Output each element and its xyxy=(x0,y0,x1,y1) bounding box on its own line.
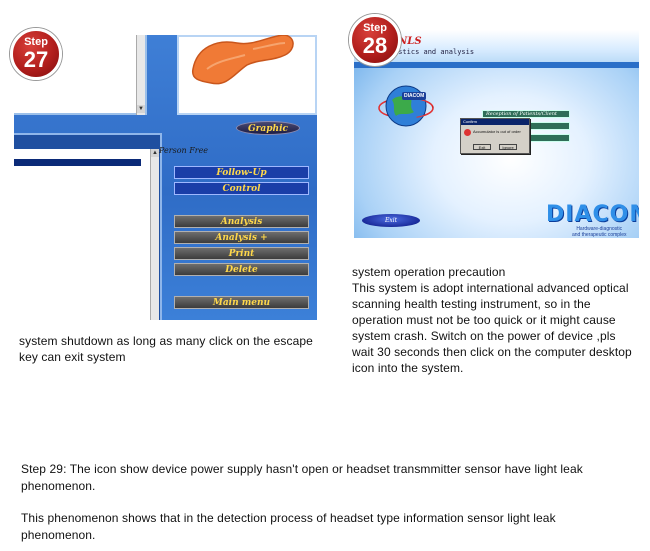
step-badge-number: 27 xyxy=(23,47,49,72)
list-scrollbar[interactable]: ▲ xyxy=(150,149,159,320)
pancreas-image xyxy=(191,35,294,85)
control-button[interactable]: Control xyxy=(174,182,309,195)
person-label: Person Free xyxy=(159,146,209,155)
step27-screenshot: ▼ Graphic ▲ Person Free Follow-Up Contro… xyxy=(14,35,317,320)
exit-button[interactable]: Exit xyxy=(362,214,420,227)
diacom-subtitle: Hardware-diagnostic and therapeutic comp… xyxy=(572,226,626,238)
step27-caption: system shutdown as long as many click on… xyxy=(19,334,313,364)
organ-image-panel xyxy=(177,35,317,115)
step-27-badge: Step 27 xyxy=(10,28,62,80)
analysis-button[interactable]: Analysis xyxy=(174,215,309,228)
step-28-badge: Step 28 xyxy=(349,14,401,66)
step-badge-label: Step xyxy=(24,36,48,48)
paragraph-gap xyxy=(21,494,631,510)
diacom-logo: DIACOM xyxy=(546,202,639,227)
dialog-ignore-button[interactable]: Ignore xyxy=(499,144,517,150)
step29-text: Step 29: The icon show device power supp… xyxy=(21,461,631,543)
record-list[interactable] xyxy=(14,149,150,320)
menu-bar-2[interactable] xyxy=(524,122,570,130)
main-menu-button[interactable]: Main menu xyxy=(174,296,309,309)
follow-up-button[interactable]: Follow-Up xyxy=(174,166,309,179)
scroll-up-icon[interactable]: ▲ xyxy=(151,149,159,157)
print-button[interactable]: Print xyxy=(174,247,309,260)
title-band xyxy=(354,62,639,68)
diacom-subtitle-line1: Hardware-diagnostic xyxy=(576,226,623,232)
app-subtitle: ostics and analysis xyxy=(394,48,475,56)
list-frame: ▲ xyxy=(14,133,162,320)
step29-paragraph-1: Step 29: The icon show device power supp… xyxy=(21,462,583,493)
step28-screenshot: -NLS ostics and analysis DIACOM Receptio… xyxy=(354,30,639,238)
menu-bar-3[interactable] xyxy=(524,134,570,142)
step28-caption-text: system operation precaution This system … xyxy=(352,265,632,375)
reception-menu-bar[interactable]: Reception of Patients/Client xyxy=(482,110,570,118)
warning-icon xyxy=(464,129,471,136)
dialog-exit-button[interactable]: Exit xyxy=(473,144,491,150)
step29-paragraph-2: This phenomenon shows that in the detect… xyxy=(21,511,556,542)
step28-caption: system operation precaution This system … xyxy=(352,264,642,376)
diacom-subtitle-line2: and therapeutic complex xyxy=(572,232,627,238)
analysis-plus-button[interactable]: Analysis + xyxy=(174,231,309,244)
warning-dialog: Confirm Accumulator is out of order Exit… xyxy=(460,118,530,154)
app-title-bar: -NLS ostics and analysis xyxy=(354,30,639,62)
step-badge-label: Step xyxy=(363,22,387,34)
dialog-message: Accumulator is out of order xyxy=(473,129,521,134)
step-badge-number: 28 xyxy=(362,33,388,58)
dialog-title: Confirm xyxy=(461,119,529,125)
graphic-button[interactable]: Graphic xyxy=(236,121,300,135)
selected-row[interactable] xyxy=(14,159,141,166)
globe-label: DIACOM xyxy=(402,92,427,100)
globe-icon xyxy=(378,85,434,127)
delete-button[interactable]: Delete xyxy=(174,263,309,276)
vertical-scrollbar[interactable]: ▼ xyxy=(136,35,145,115)
app-title: -NLS xyxy=(394,36,422,47)
scroll-down-icon[interactable]: ▼ xyxy=(137,105,145,113)
